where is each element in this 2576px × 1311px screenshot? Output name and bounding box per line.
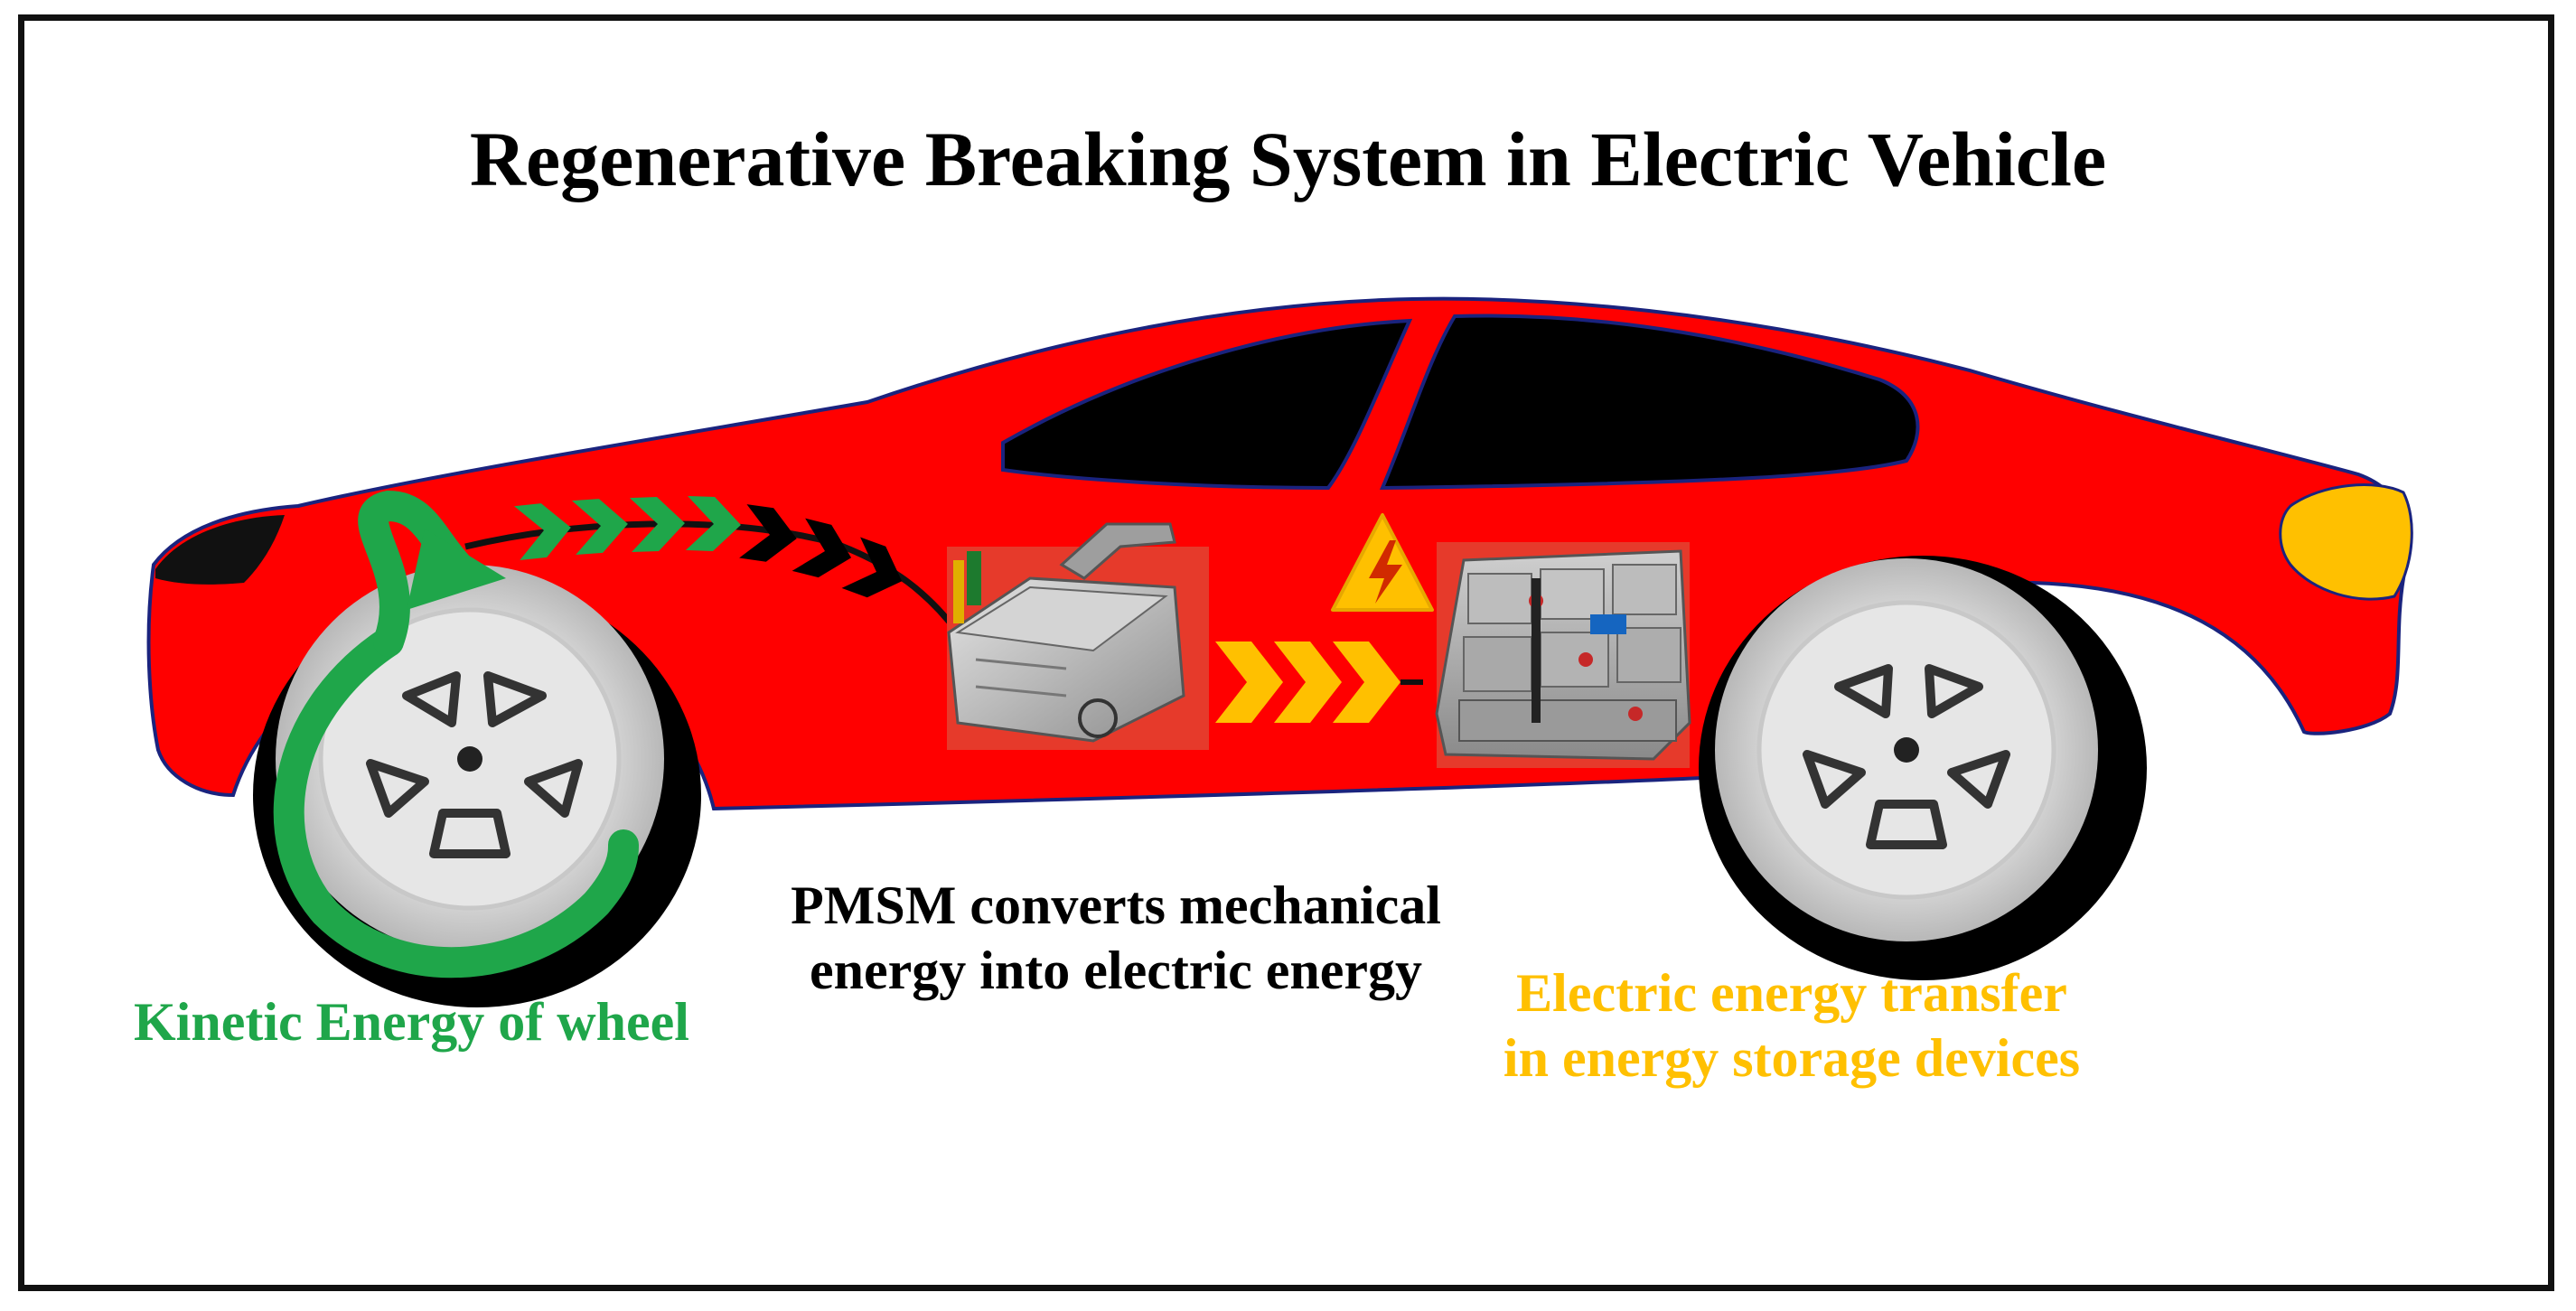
- rear-window: [1379, 314, 1920, 491]
- pmsm-label-line1: PMSM converts mechanical: [791, 876, 1441, 935]
- high-voltage-warning-icon: [1331, 513, 1434, 612]
- pmsm-label: PMSM converts mechanical energy into ele…: [754, 873, 1477, 1003]
- front-wheel: [276, 565, 664, 953]
- storage-label: Electric energy transfer in energy stora…: [1471, 960, 2112, 1091]
- front-grille: [155, 515, 285, 585]
- circular-arrow-icon: [273, 490, 639, 979]
- rear-wheel: [1715, 558, 2098, 941]
- mechanical-chevrons: [739, 504, 903, 598]
- tail-light: [2279, 483, 2413, 601]
- diagram-title: Regenerative Breaking System in Electric…: [469, 116, 2107, 202]
- pmsm-label-line2: energy into electric energy: [809, 941, 1423, 1000]
- front-window: [1001, 318, 1413, 491]
- electric-chevrons: [1215, 641, 1400, 723]
- battery-pack-image: [1435, 542, 1691, 768]
- kinetic-chevrons: [514, 495, 741, 560]
- kinetic-energy-text: Kinetic Energy of wheel: [134, 992, 689, 1052]
- storage-label-line1: Electric energy transfer: [1516, 963, 2067, 1023]
- storage-label-line2: in energy storage devices: [1503, 1028, 2081, 1088]
- pmsm-motor-image: [947, 522, 1209, 750]
- kinetic-energy-label: Kinetic Energy of wheel: [134, 989, 689, 1054]
